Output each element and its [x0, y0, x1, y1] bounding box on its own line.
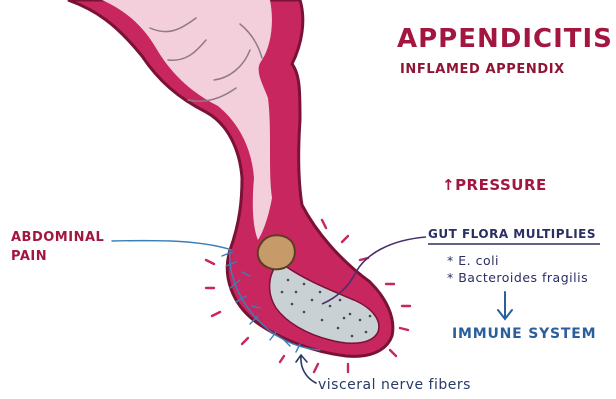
abdominal-pain-label: ABDOMINAL PAIN — [11, 228, 104, 266]
pressure-label: ↑PRESSURE — [442, 176, 547, 194]
fecalith — [258, 235, 295, 269]
gut-flora-label: GUT FLORA MULTIPLIES — [428, 227, 596, 241]
nerve-label-arrow — [296, 355, 316, 383]
abdominal-pain-line1: ABDOMINAL — [11, 228, 104, 247]
immune-arrow — [498, 292, 512, 319]
bacteria-item: * Bacteroides fragilis — [447, 269, 588, 286]
diagram-subtitle: INFLAMED APPENDIX — [400, 62, 565, 77]
bacteria-list: * E. coli * Bacteroides fragilis — [447, 252, 588, 286]
bacteria-item: * E. coli — [447, 252, 588, 269]
diagram-title: APPENDICITIS — [397, 24, 613, 54]
immune-system-label: IMMUNE SYSTEM — [452, 326, 596, 342]
abdominal-pain-line2: PAIN — [11, 247, 104, 266]
nerve-fibers-label: visceral nerve fibers — [318, 377, 471, 393]
